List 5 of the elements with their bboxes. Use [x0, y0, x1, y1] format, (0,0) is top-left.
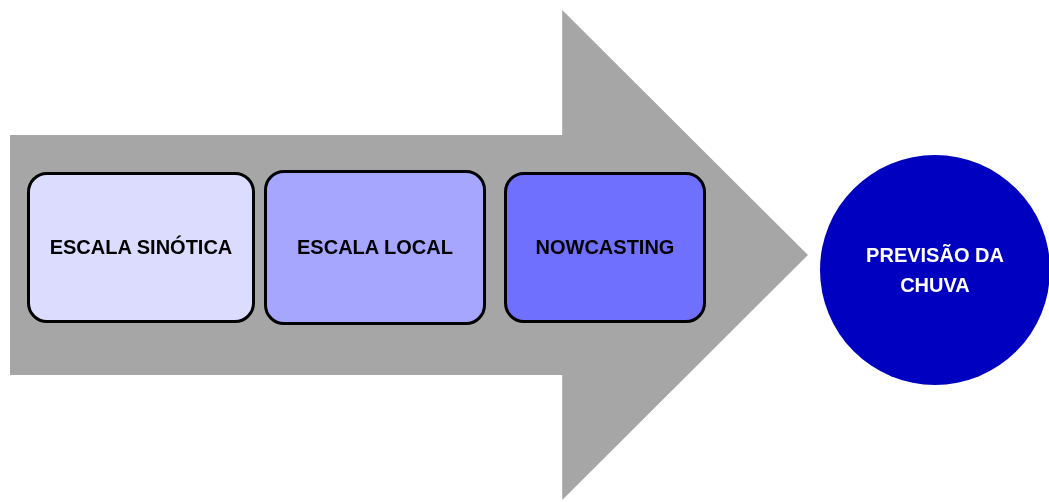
result-circle: PREVISÃO DA CHUVA — [820, 155, 1049, 385]
stage-box: ESCALA LOCAL — [264, 170, 486, 325]
stage-box: ESCALA SINÓTICA — [27, 172, 255, 323]
stage-box: NOWCASTING — [504, 172, 706, 323]
arrow-shape — [10, 10, 808, 500]
